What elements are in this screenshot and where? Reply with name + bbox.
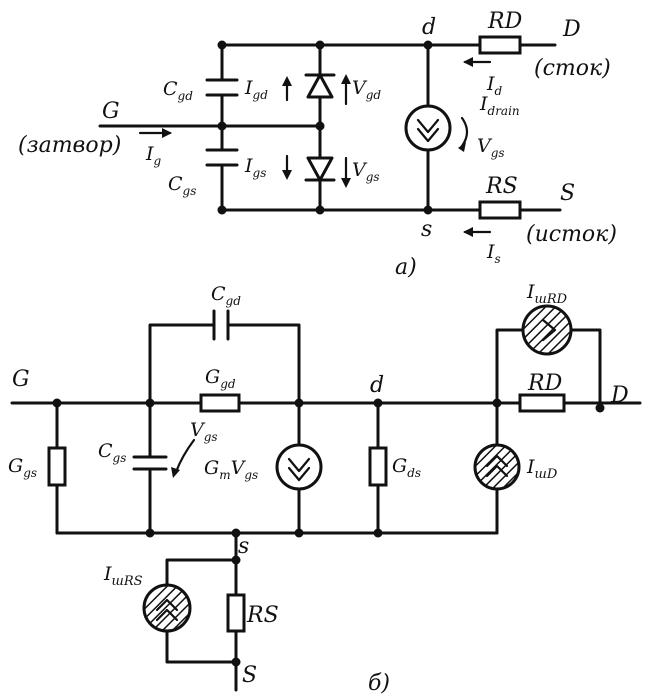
label-gate-ru: (затвор) [18,133,121,158]
label-vgd: Vgd [352,77,381,102]
label-vgs-a: Vgs [352,159,380,184]
label-inrs: IшRS [103,563,143,589]
label-id: Id [486,73,503,98]
label-igd: Igd [244,77,268,102]
label-rd-a: RD [487,9,523,34]
label-drain-ru: (сток) [534,56,611,81]
current-source-gmvgs [275,443,323,491]
label-cgd-a: Cgd [163,78,193,103]
resistor-rd-a [478,35,522,55]
resistor-ggd [199,393,241,413]
label-rs-b: RS [246,603,279,628]
label-ggd: Ggd [205,366,236,391]
label-rd-b: RD [527,371,563,396]
resistor-ggs [47,446,67,487]
diagram-b-junctions [52,398,605,667]
noise-source-inrd [521,304,573,356]
diagram-b-wires [10,323,642,692]
capacitor-cgs [205,148,239,167]
label-terminal-d-a: D [562,17,581,42]
label-cgs-a: Cgs [168,173,196,198]
diode-gs [304,156,336,182]
label-terminal-s-b: S [242,663,257,688]
label-rs-a: RS [485,174,518,199]
resistor-gds [368,446,388,487]
arrow-icon [171,438,196,478]
label-cgd-b: Cgd [211,283,241,308]
resistor-rs-b [226,593,246,633]
arrow-icon [138,57,492,237]
capacitor-cgs-b [132,455,168,471]
label-vgs-b: Vgs [190,419,218,444]
label-node-s-b: s [238,534,249,559]
label-ind: IшD [526,456,558,482]
label-igs: Igs [244,155,266,180]
label-gmvgs: GmVgs [204,457,258,482]
diagram-a: d RD D (сток) G (затвор) RS S s (исток) … [18,9,617,280]
label-inrd: IшRD [526,281,568,307]
caption-a: a) [395,255,417,280]
label-node-d-a: d [422,15,436,40]
capacitor-cgd-b [212,309,230,341]
label-terminal-d-b: D [610,383,629,408]
label-vgs-a2: Vgs [477,135,505,160]
label-terminal-s-a: S [560,181,575,206]
label-node-s-a: s [421,217,432,242]
label-ggs: Ggs [8,455,37,480]
diagram-a-junctions [217,40,433,215]
noise-source-ind [473,443,521,491]
label-is: Is [486,241,501,266]
label-gate-b: G [12,367,30,392]
caption-b: б) [368,671,390,696]
resistor-rd-b [518,393,566,413]
current-source-drain [404,104,469,152]
diode-gd [304,73,336,99]
label-source-ru: (исток) [526,222,617,247]
label-cgs-b: Cgs [98,440,126,465]
label-idrain: Idrain [479,93,520,118]
label-gate-a: G [102,99,120,124]
noise-source-inrs [142,583,192,633]
label-ig: Ig [145,143,162,168]
label-gds: Gds [392,455,421,480]
resistor-rs-a [478,200,522,220]
capacitor-cgd [205,78,239,97]
label-node-d-b: d [370,373,384,398]
diagram-b: G d RD D s RS S б) Cgd Ggd Ggs Cgs Vgs G… [8,281,642,696]
